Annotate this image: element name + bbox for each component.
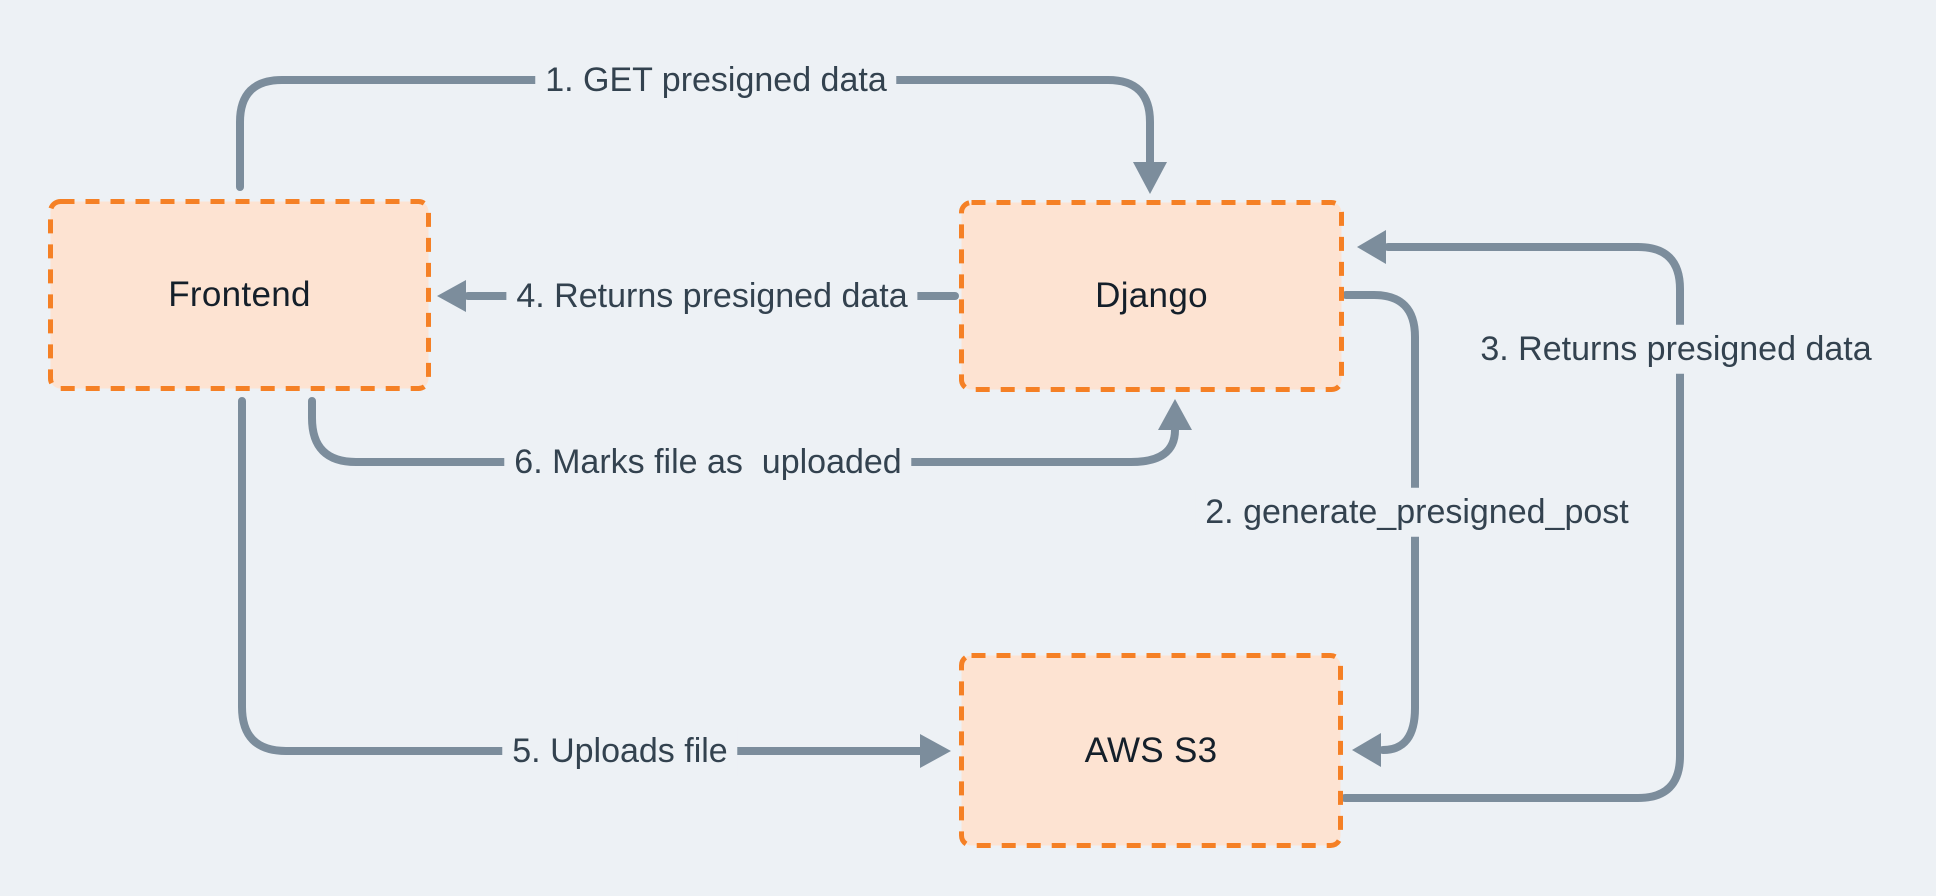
node-label-django: Django [1095,276,1208,315]
edge-returns-presigned-data-to-django [1341,243,1684,802]
arrowhead-left-into-frontend [437,280,466,312]
edge-generate-presigned-post [1342,291,1419,754]
edge-label-marks-file-uploaded: 6. Marks file as uploaded [504,437,912,487]
node-frontend-box [48,199,431,391]
arrowhead-left-into-aws-s3 [1352,733,1381,767]
arrowhead-up-into-django [1158,399,1192,430]
edge-label-get-presigned-data: 1. GET presigned data [535,55,897,105]
edge-marks-file-uploaded [308,397,1179,466]
edge-label-generate-presigned-post: 2. generate_presigned_post [1195,487,1639,537]
arrowhead-left-into-django [1357,230,1386,264]
edge-uploads-file [238,397,924,755]
edge-label-returns-presigned-data-to-frontend: 4. Returns presigned data [506,271,918,321]
node-aws-s3-box [959,653,1343,848]
edge-label-uploads-file: 5. Uploads file [502,726,738,776]
edge-label-returns-presigned-data-to-django: 3. Returns presigned data [1470,324,1882,374]
arrowhead-down-into-django [1133,162,1167,194]
node-label-frontend: Frontend [168,275,311,314]
node-label-aws-s3: AWS S3 [1084,730,1218,770]
node-django-box [959,200,1344,392]
arrowhead-right-into-aws-s3 [920,734,951,768]
